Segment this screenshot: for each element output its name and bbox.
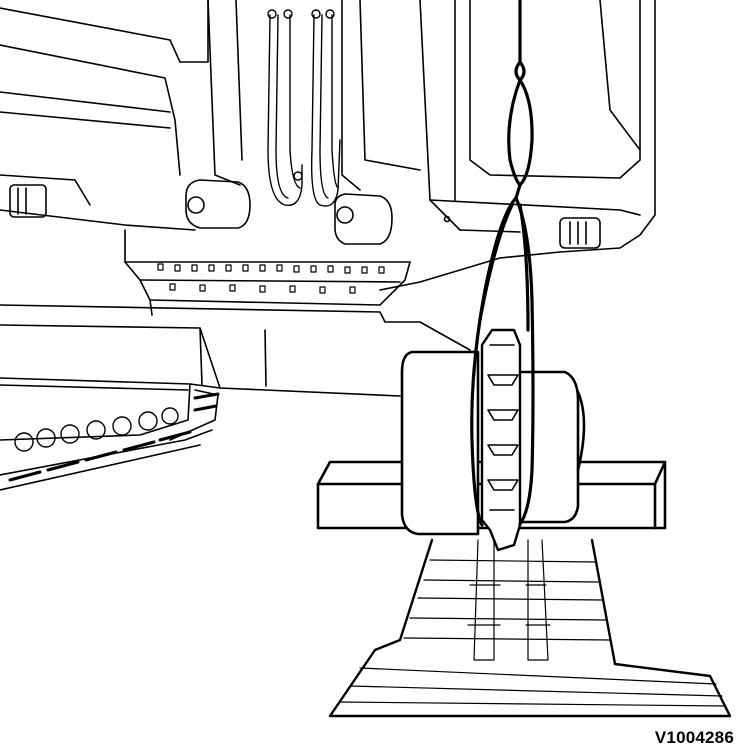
undercarriage-frame [0,325,400,490]
figure-reference-code: V1004286 [654,728,734,747]
slewing-ring [0,230,470,350]
sprocket-wheel [482,330,520,550]
lifting-sling [472,0,533,525]
track-chain-ground [330,540,730,716]
machine-frame [0,0,655,290]
drive-hub [402,352,584,534]
bolt-fittings [186,180,392,244]
hydraulic-hoses [267,9,340,206]
track-chain-left [10,394,218,480]
track-rollers [14,407,179,452]
